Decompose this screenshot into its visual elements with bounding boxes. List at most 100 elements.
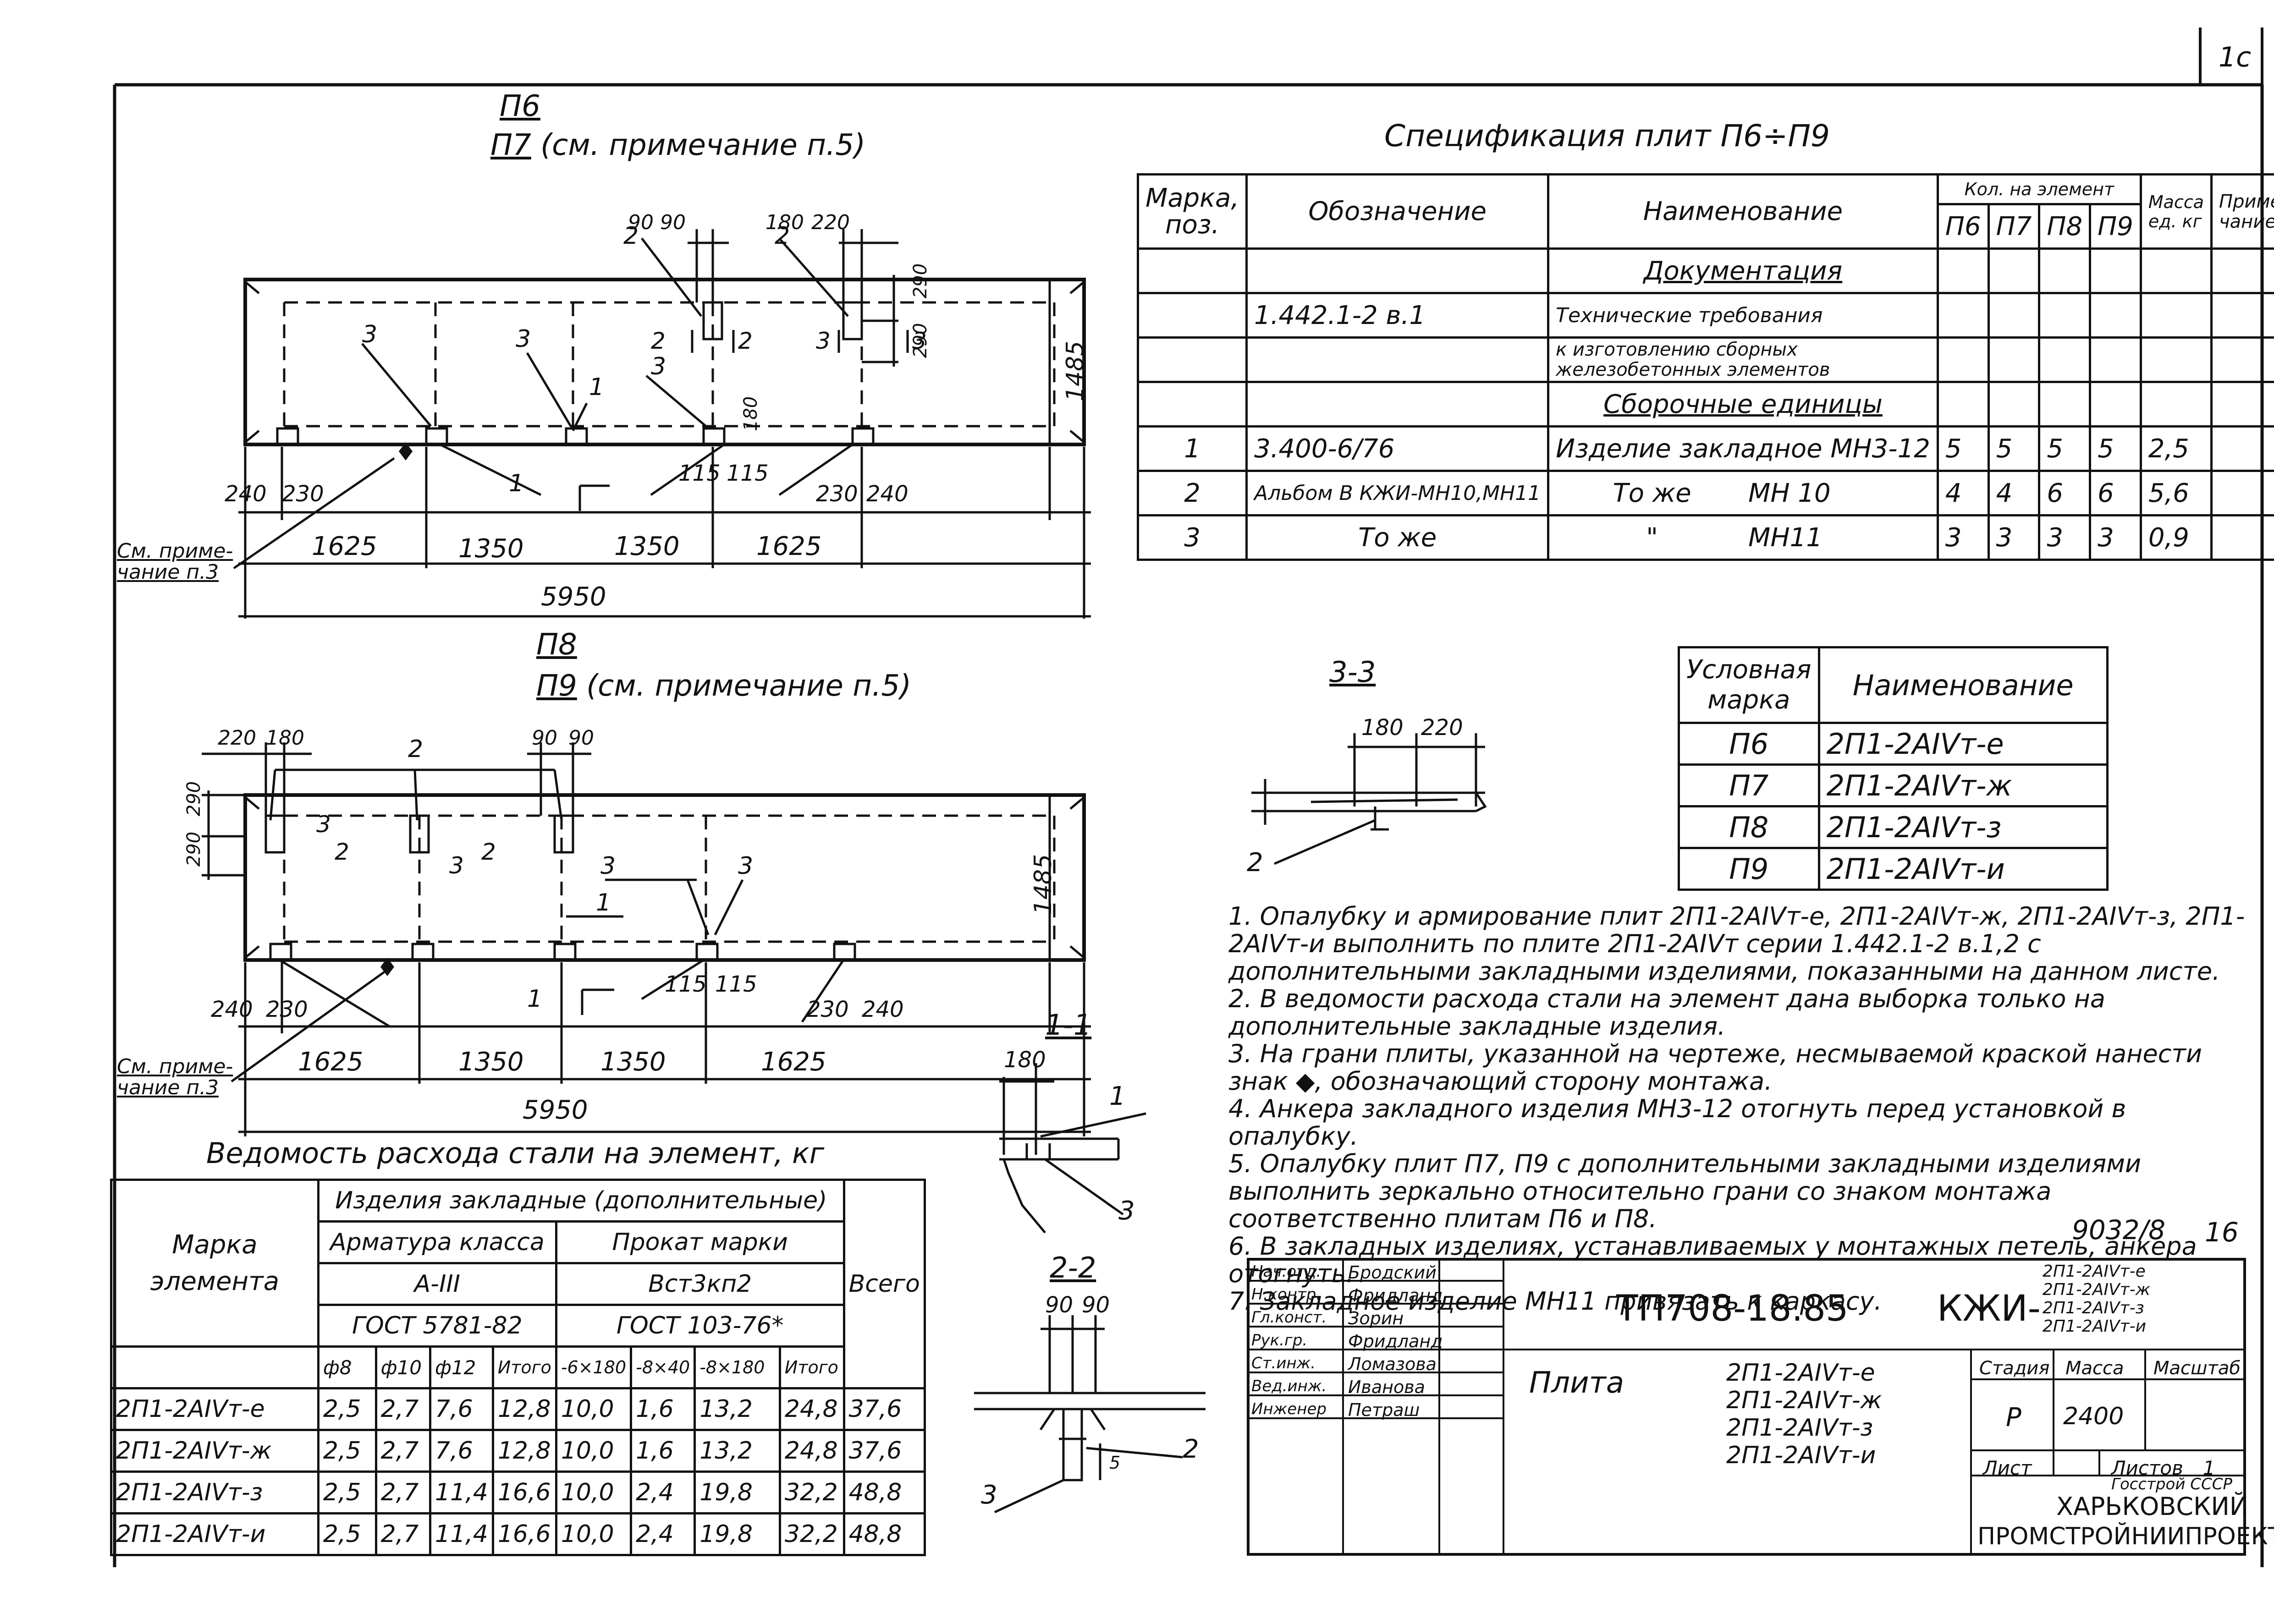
spec-code: МН11	[1748, 522, 1823, 553]
section-22-dim-90a: 90	[1045, 1292, 1074, 1318]
steel-h-gost2: ГОСТ 103-76*	[555, 1304, 845, 1348]
marks-mark: П7	[1678, 763, 1820, 807]
view-top-title1: П6	[500, 89, 540, 123]
tb-stage: Р	[2006, 1403, 2021, 1432]
spec-section-docs: Документация	[1547, 247, 1939, 294]
steel-cell: 13,2	[694, 1387, 781, 1431]
section-33-dim-180: 180	[1361, 715, 1404, 741]
dim-230r-top: 230	[816, 481, 858, 507]
dim-240l-top: 240	[225, 481, 267, 507]
steel-cell: 2,7	[374, 1429, 432, 1473]
spec-h-designation: Обозначение	[1245, 173, 1550, 250]
dim-180-top: 180	[765, 211, 804, 234]
steel-total: 37,6	[842, 1387, 926, 1431]
spec-item-name: Изделие закладное МН3-12	[1547, 425, 1939, 472]
dim-230r-bottom: 230	[807, 997, 849, 1022]
doc-number: 9032/8	[2072, 1214, 2166, 1245]
dim-5950-top: 5950	[541, 582, 606, 612]
spec-mass: 2,5	[2139, 425, 2213, 472]
tb-role: Инженер	[1251, 1400, 1327, 1418]
tb-role: Н.контр.	[1251, 1285, 1321, 1304]
section-3a: 3	[816, 328, 831, 354]
note-item: 2. В ведомости расхода стали на элемент …	[1228, 984, 2105, 1041]
dim-180-vertical: 180	[740, 396, 762, 432]
spec-designation: То же	[1245, 514, 1550, 561]
note-item: 4. Анкера закладного изделия МН3-12 отог…	[1228, 1094, 2126, 1151]
steel-col: -6×180	[555, 1345, 633, 1389]
section-2a-bottom: 2	[335, 839, 349, 865]
spec-qty: 5	[2038, 425, 2092, 472]
spec-qty: 6	[2089, 470, 2142, 516]
spec-pos: 3	[1136, 514, 1248, 561]
dim-90a-bottom: 90	[532, 726, 557, 750]
steel-cell: 2,7	[374, 1470, 432, 1514]
dim-230l-bottom: 230	[266, 997, 308, 1022]
dim-240r-bottom: 240	[862, 997, 904, 1022]
steel-h-rolled: Прокат марки	[555, 1220, 845, 1264]
spec-qty: 3	[1987, 514, 2041, 561]
tb-person: Бродский	[1348, 1262, 1437, 1283]
spec-mass: 5,6	[2139, 470, 2213, 516]
dim-1625a-top: 1625	[312, 532, 377, 561]
spec-h-mark: Марка, поз.	[1136, 173, 1248, 250]
steel-cell: 13,2	[694, 1429, 781, 1473]
section-3a-bottom: 3	[316, 811, 331, 838]
steel-total: 37,6	[842, 1429, 926, 1473]
section-22-dim-5: 5	[1109, 1453, 1121, 1473]
steel-cell: 10,0	[555, 1429, 633, 1473]
steel-h-rebar: Арматура класса	[317, 1220, 557, 1264]
steel-cell: 2,7	[374, 1512, 432, 1556]
steel-cell: 10,0	[555, 1512, 633, 1556]
steel-cell: 10,0	[555, 1387, 633, 1431]
spec-qty: 5	[1936, 425, 1990, 472]
tb-sheets: 1	[2203, 1457, 2215, 1479]
steel-cell: 1,6	[630, 1429, 696, 1473]
tb-role: Гл.конст.	[1251, 1308, 1327, 1327]
spec-h-p9: П9	[2089, 203, 2142, 250]
steel-cell: 32,2	[778, 1470, 845, 1514]
marks-name: 2П1-2АIVт-и	[1817, 847, 2109, 891]
spec-h-note: Приме- чание	[2210, 173, 2274, 250]
tb-code: ТП708-18.85	[1616, 1288, 1849, 1329]
tb-org1: Госстрой СССР	[2111, 1475, 2232, 1493]
steel-col: -8×40	[630, 1345, 696, 1389]
dim-1485-bottom: 1485	[1030, 854, 1057, 915]
spec-qty: 5	[1987, 425, 2041, 472]
steel-col: ф12	[429, 1345, 494, 1389]
dim-240l-bottom: 240	[211, 997, 253, 1022]
view-top-title2-note: (см. примечание п.5)	[540, 128, 866, 162]
callout-2b: 2	[775, 222, 790, 250]
spec-h-p6: П6	[1936, 203, 1990, 250]
notes-block: 1. Опалубку и армирование плит 2П1-2АIVт…	[1228, 903, 2255, 1315]
steel-mark: 2П1-2АIVт-ж	[110, 1429, 319, 1473]
steel-cell: 19,8	[694, 1512, 781, 1556]
steel-h-mark: Марка элемента	[110, 1179, 319, 1348]
marks-mark: П6	[1678, 722, 1820, 766]
mount-note-bottom: См. приме- чание п.3	[117, 1055, 233, 1099]
spec-qty: 6	[2038, 470, 2092, 516]
section-22-callout-3: 3	[981, 1480, 997, 1510]
tb-person: Фридланд	[1348, 1331, 1443, 1351]
callout-3b-bottom: 3	[738, 852, 754, 880]
note-item: 3. На грани плиты, указанной на чертеже,…	[1228, 1039, 2202, 1096]
marks-h1: Условная марка	[1678, 646, 1820, 724]
callout-1b-bottom: 1	[527, 985, 543, 1013]
tb-sheets-h: Листов	[2111, 1457, 2183, 1479]
spec-designation: 3.400-6/76	[1245, 425, 1550, 472]
tb-item-name: 2П1-2АIVт-з	[1726, 1414, 1873, 1442]
spec-h-p7: П7	[1987, 203, 2041, 250]
marks-mark: П9	[1678, 847, 1820, 891]
section-2b: 2	[738, 328, 753, 354]
dim-240r-top: 240	[866, 481, 908, 507]
spec-doc-name23: к изготовлению сборных железобетонных эл…	[1547, 336, 1939, 383]
spec-qty: 4	[1987, 470, 2041, 516]
section-11-callout-1: 1	[1109, 1081, 1126, 1111]
view-bottom-title2-note: (см. примечание п.5)	[586, 669, 912, 703]
tb-kzhi-item: 2П1-2АIVт-з	[2043, 1299, 2144, 1317]
